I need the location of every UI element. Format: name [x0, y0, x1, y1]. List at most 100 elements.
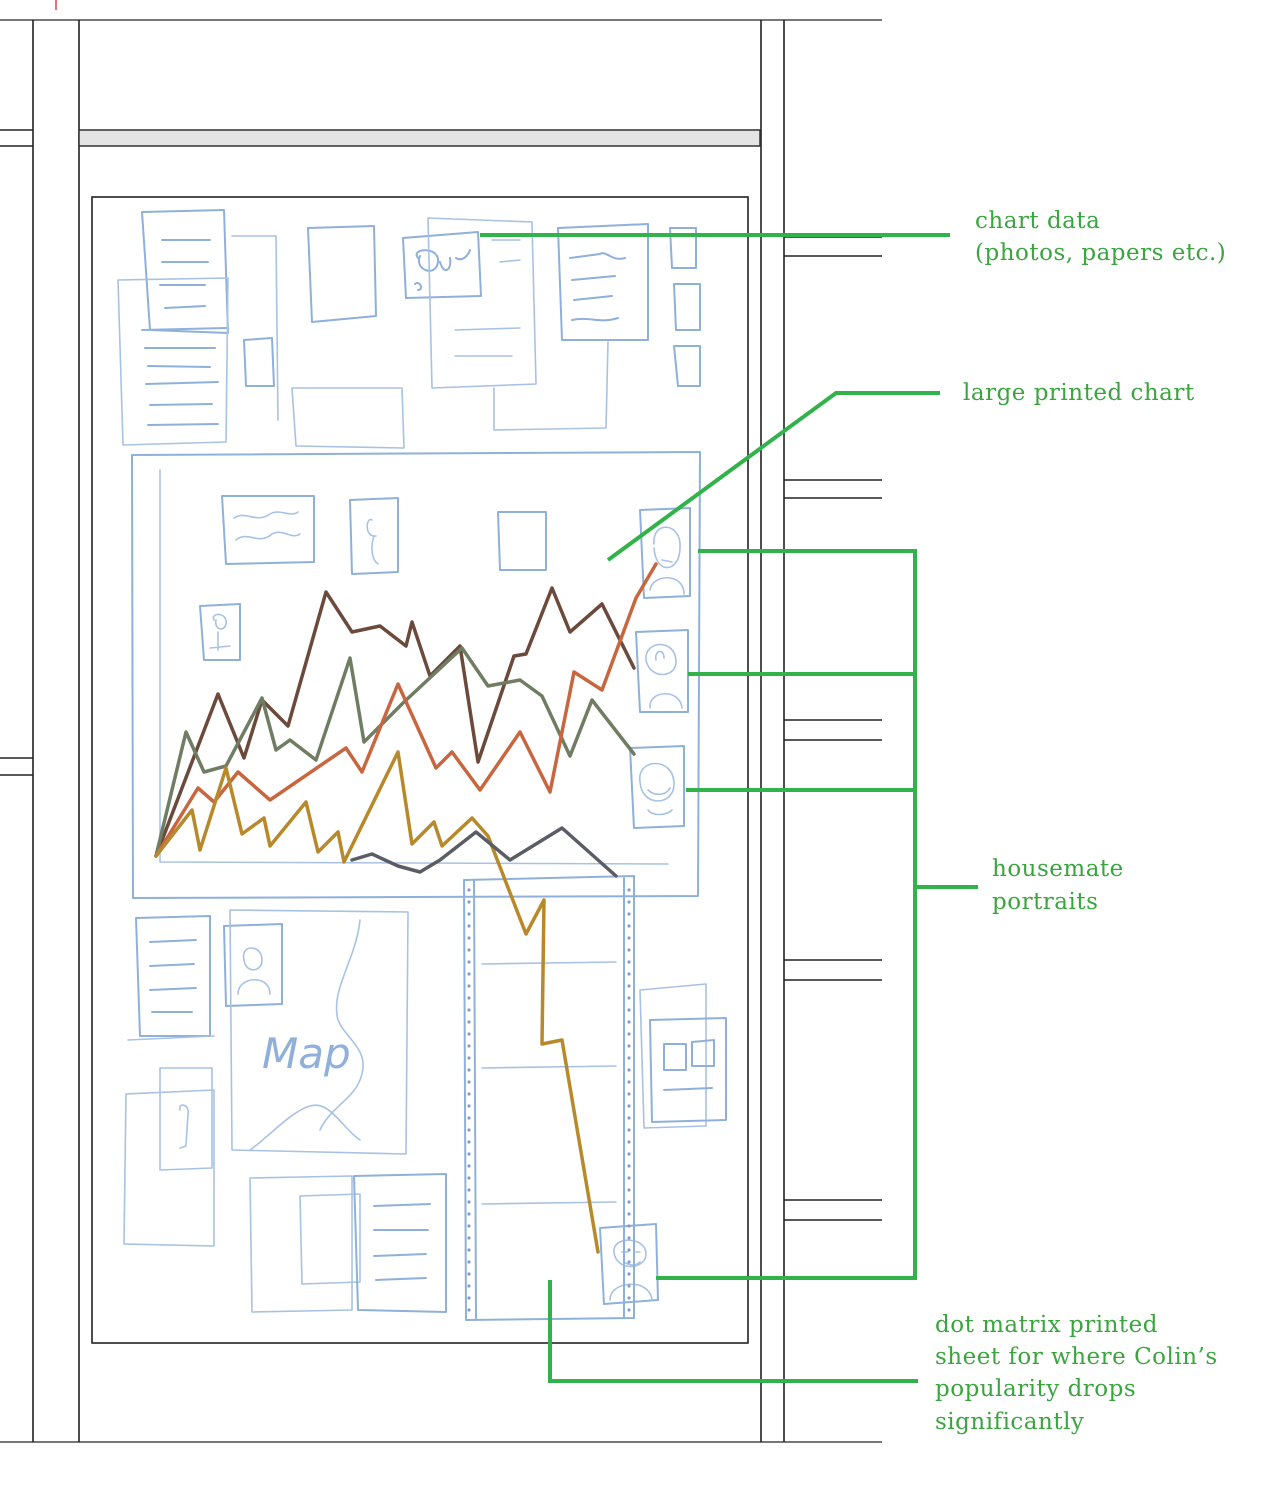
sprocket-hole: [627, 1008, 631, 1012]
sprocket-hole: [627, 1176, 631, 1180]
sprocket-hole: [467, 972, 471, 976]
series-grey-line: [350, 826, 618, 878]
sprocket-hole: [627, 1116, 631, 1120]
sprocket-hole: [467, 888, 471, 892]
large-printed-chart: [131, 451, 701, 899]
sprocket-hole: [467, 1176, 471, 1180]
sprocket-hole: [627, 1068, 631, 1072]
sprocket-hole: [627, 972, 631, 976]
sprocket-hole: [467, 1080, 471, 1084]
sprocket-hole: [627, 936, 631, 940]
sprocket-hole: [467, 1284, 471, 1288]
callout-large-chart: [606, 391, 940, 562]
sprocket-hole: [627, 1188, 631, 1192]
sprocket-hole: [627, 1104, 631, 1108]
sprocket-hole: [627, 996, 631, 1000]
sprocket-hole: [467, 1272, 471, 1276]
sprocket-hole: [467, 1044, 471, 1048]
sprocket-hole: [627, 924, 631, 928]
sprocket-hole: [627, 1164, 631, 1168]
portrait-2: [635, 629, 689, 713]
sprocket-hole: [467, 1032, 471, 1036]
annotation-large-chart: large printed chart: [963, 380, 1195, 406]
sprocket-hole: [627, 1140, 631, 1144]
sprocket-hole: [627, 1056, 631, 1060]
map-label: Map: [262, 1029, 351, 1078]
annotations: chart data (photos, papers etc.) large p…: [935, 208, 1226, 1435]
sprocket-hole: [467, 1260, 471, 1264]
sprocket-hole: [627, 912, 631, 916]
sprocket-hole: [627, 1020, 631, 1024]
sprocket-hole: [467, 1068, 471, 1072]
sprocket-hole: [467, 1008, 471, 1012]
sprocket-hole: [467, 924, 471, 928]
sprocket-hole: [467, 912, 471, 916]
sprocket-hole: [467, 1056, 471, 1060]
sprocket-hole: [627, 1200, 631, 1204]
pinned-papers-top: [117, 209, 701, 449]
sprocket-hole: [627, 1296, 631, 1300]
sprocket-hole: [467, 1236, 471, 1240]
sprocket-hole: [627, 900, 631, 904]
dot-matrix-sheet: [463, 875, 635, 1321]
annotation-dot-matrix-4: significantly: [935, 1409, 1084, 1435]
portrait-colin: [599, 1223, 659, 1305]
sprocket-hole: [627, 1260, 631, 1264]
sprocket-hole: [467, 984, 471, 988]
sprocket-hole: [627, 1128, 631, 1132]
sprocket-hole: [627, 984, 631, 988]
sprocket-hole: [627, 1044, 631, 1048]
sprocket-hole: [627, 1212, 631, 1216]
sprocket-hole: [467, 1164, 471, 1168]
sprocket-hole: [627, 888, 631, 892]
annotation-chart-data-1: chart data: [975, 208, 1100, 234]
series-olive-line: [154, 646, 636, 858]
sprocket-hole: [467, 1296, 471, 1300]
sprocket-hole: [467, 1020, 471, 1024]
annotation-chart-data-2: (photos, papers etc.): [975, 240, 1226, 266]
chart-series: [154, 562, 658, 1254]
sprocket-hole: [627, 1080, 631, 1084]
sprocket-hole: [467, 1188, 471, 1192]
sprocket-hole: [467, 1200, 471, 1204]
sprocket-holes: [467, 888, 631, 1312]
sprocket-hole: [467, 1212, 471, 1216]
sprocket-hole: [467, 1308, 471, 1312]
sprocket-hole: [467, 996, 471, 1000]
sprocket-hole: [467, 1152, 471, 1156]
callout-dot-matrix: [548, 1280, 918, 1383]
sprocket-hole: [627, 1224, 631, 1228]
callout-lines: [480, 233, 978, 1383]
housemate-portraits: [599, 507, 691, 1305]
sprocket-hole: [627, 1308, 631, 1312]
annotation-dot-matrix-1: dot matrix printed: [935, 1312, 1158, 1338]
sprocket-hole: [467, 936, 471, 940]
sprocket-hole: [627, 1236, 631, 1240]
portrait-3: [629, 745, 685, 829]
sprocket-hole: [627, 1032, 631, 1036]
annotation-portraits-1: housemate: [992, 856, 1124, 882]
callout-portraits: [656, 549, 978, 1280]
sprocket-hole: [467, 1128, 471, 1132]
sprocket-hole: [467, 1248, 471, 1252]
annotation-portraits-2: portraits: [992, 889, 1098, 915]
annotation-dot-matrix-2: sheet for where Colin’s: [935, 1344, 1218, 1370]
sprocket-hole: [627, 1152, 631, 1156]
sprocket-hole: [627, 1248, 631, 1252]
sprocket-hole: [467, 1224, 471, 1228]
sprocket-hole: [627, 948, 631, 952]
sprocket-hole: [467, 1104, 471, 1108]
portrait-1: [639, 507, 691, 599]
series-mustard-line: [154, 750, 600, 1254]
annotation-dot-matrix-3: popularity drops: [935, 1376, 1136, 1402]
sprocket-hole: [467, 1092, 471, 1096]
sprocket-hole: [627, 960, 631, 964]
sprocket-hole: [627, 1092, 631, 1096]
sprocket-hole: [627, 1284, 631, 1288]
sprocket-hole: [467, 900, 471, 904]
sprocket-hole: [467, 960, 471, 964]
sprocket-hole: [627, 1272, 631, 1276]
pinned-papers-bottom: Map: [123, 909, 727, 1313]
sprocket-hole: [467, 1140, 471, 1144]
